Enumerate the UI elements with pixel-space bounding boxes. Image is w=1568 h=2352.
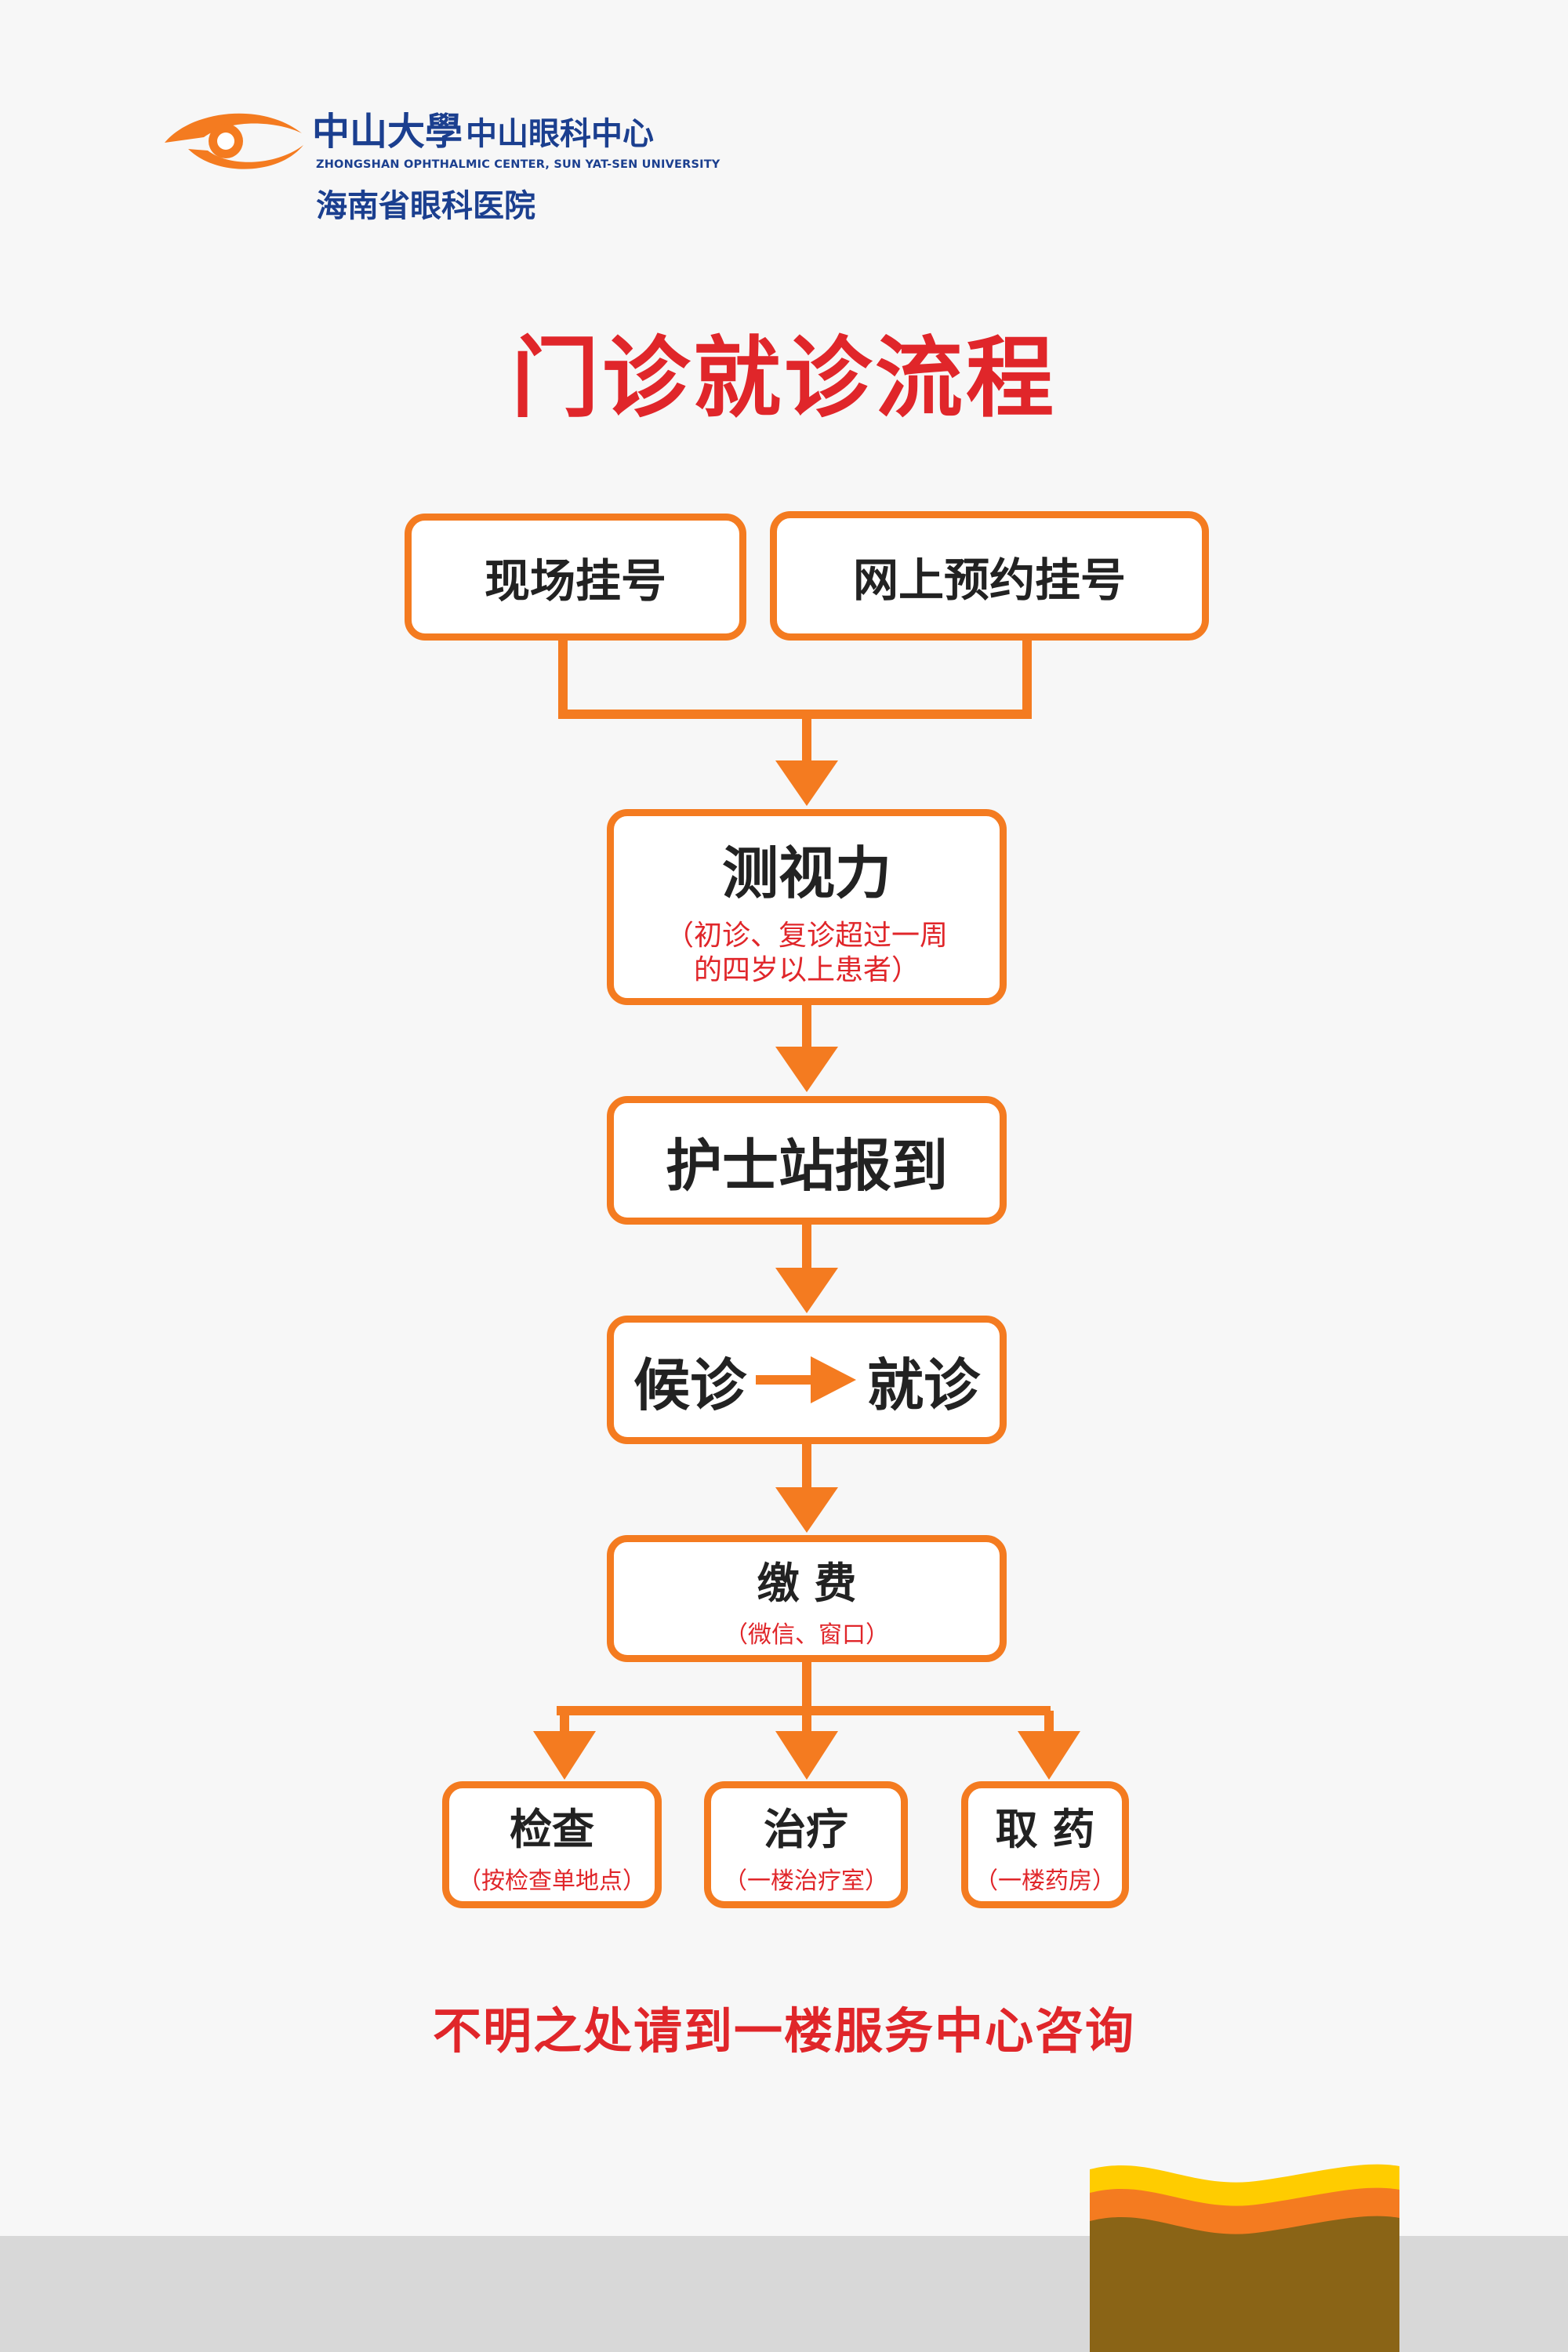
center-cn: 中山眼科中心 bbox=[466, 116, 655, 152]
center-en: ZHONGSHAN OPHTHALMIC CENTER, SUN YAT-SEN… bbox=[316, 158, 720, 171]
eye-logo-icon bbox=[165, 113, 303, 169]
arrow-to-nurse bbox=[775, 1047, 838, 1092]
university-name: 中山大學中山眼科中心 bbox=[312, 100, 654, 155]
onsite-registration-label: 现场挂号 bbox=[484, 554, 666, 608]
payment-label: 缴 费 bbox=[757, 1558, 857, 1608]
service-notice: 不明之处请到一楼服务中心咨询 bbox=[432, 2002, 1135, 2060]
onsite-registration-box: 现场挂号 bbox=[405, 514, 746, 641]
arrow-to-pharmacy bbox=[1018, 1731, 1080, 1780]
online-registration-label: 网上预约挂号 bbox=[852, 553, 1126, 607]
pharmacy-note: （一楼药房） bbox=[975, 1867, 1116, 1895]
university-cn: 中山大學 bbox=[312, 110, 463, 154]
connector-registration-merge bbox=[558, 639, 1032, 719]
exam-note: （按检查单地点） bbox=[458, 1867, 646, 1895]
nurse-station-box: 护士站报到 bbox=[607, 1096, 1007, 1225]
arrow-to-exam bbox=[533, 1731, 596, 1780]
exam-label: 检查 bbox=[510, 1804, 594, 1854]
payment-note: （微信、窗口） bbox=[724, 1621, 889, 1649]
vision-test-note-line2: 的四岁以上患者） bbox=[693, 953, 920, 986]
wait-consult-row: 候诊 就诊 bbox=[633, 1339, 980, 1421]
decorative-wave bbox=[1090, 2164, 1399, 2352]
page-title: 门诊就诊流程 bbox=[511, 328, 1057, 430]
arrow-to-vision bbox=[775, 760, 838, 806]
treatment-label: 治疗 bbox=[764, 1804, 848, 1854]
arrow-to-treatment bbox=[775, 1731, 838, 1780]
nurse-station-label: 护士站报到 bbox=[665, 1132, 948, 1199]
vision-test-box: 测视力 （初诊、复诊超过一周 的四岁以上患者） bbox=[607, 809, 1007, 1005]
online-registration-box: 网上预约挂号 bbox=[770, 511, 1209, 641]
wait-label: 候诊 bbox=[633, 1352, 746, 1418]
exam-box: 检查 （按检查单地点） bbox=[442, 1781, 662, 1908]
wait-consult-box: 候诊 就诊 bbox=[607, 1316, 1007, 1444]
hospital-name: 海南省眼科医院 bbox=[316, 188, 535, 224]
treatment-box: 治疗 （一楼治疗室） bbox=[704, 1781, 908, 1908]
arrow-to-wait bbox=[775, 1268, 838, 1313]
arrow-right-icon bbox=[756, 1356, 856, 1403]
vision-test-label: 测视力 bbox=[721, 840, 891, 906]
pharmacy-label: 取 药 bbox=[995, 1804, 1095, 1854]
arrow-to-payment bbox=[775, 1487, 838, 1533]
treatment-note: （一楼治疗室） bbox=[724, 1867, 888, 1895]
pharmacy-box: 取 药 （一楼药房） bbox=[961, 1781, 1129, 1908]
vision-test-note-line1: （初诊、复诊超过一周 bbox=[665, 919, 948, 952]
consult-label: 就诊 bbox=[867, 1352, 981, 1418]
payment-box: 缴 费 （微信、窗口） bbox=[607, 1535, 1007, 1662]
